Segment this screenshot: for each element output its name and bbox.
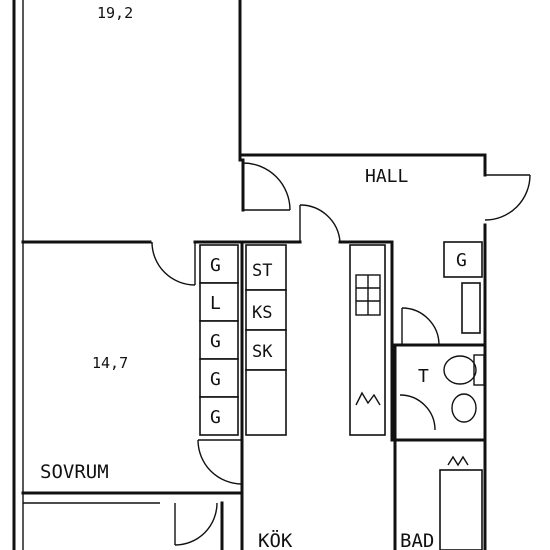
wardrobe-label: G [210, 331, 221, 352]
bedroom-label: SOVRUM [40, 461, 109, 483]
wardrobe-label: G [210, 369, 221, 390]
door-hall-kitchen [299, 204, 341, 243]
wardrobe-label: G [210, 407, 221, 428]
outer-wall-left [12, 0, 24, 550]
hall-walls [238, 153, 487, 452]
top-room-area: 19,2 [97, 4, 133, 22]
door-bath-inner [399, 394, 436, 431]
hall-label: HALL [365, 166, 409, 187]
toilet-fixture [443, 354, 485, 423]
hall-wardrobe [443, 241, 483, 278]
toilet-label: T [418, 366, 429, 387]
kitchen-closet-label: ST [252, 261, 272, 281]
kitchen-label: KÖK [258, 529, 293, 550]
hall-wardrobe-label: G [456, 250, 467, 271]
kitchen-column [245, 244, 287, 436]
kitchen-closet-label: SK [252, 342, 273, 362]
wardrobe-column [199, 244, 239, 436]
bath-label: BAD [400, 530, 434, 550]
door-bedroom-bottom [197, 439, 243, 485]
bedroom-area: 14,7 [92, 354, 128, 372]
bath-walls [393, 343, 487, 550]
kitchen-closet-label: KS [252, 303, 272, 323]
door-wc [401, 307, 440, 346]
kitchen-counter [349, 244, 386, 436]
door-bottom-room [174, 502, 218, 546]
wardrobe-label: L [210, 293, 221, 314]
bathtub [439, 455, 483, 550]
door-hall-left [242, 162, 291, 211]
wardrobe-label: G [210, 255, 221, 276]
hall-shelf [461, 282, 481, 334]
door-entrance [484, 174, 531, 221]
door-bedroom [151, 241, 196, 286]
